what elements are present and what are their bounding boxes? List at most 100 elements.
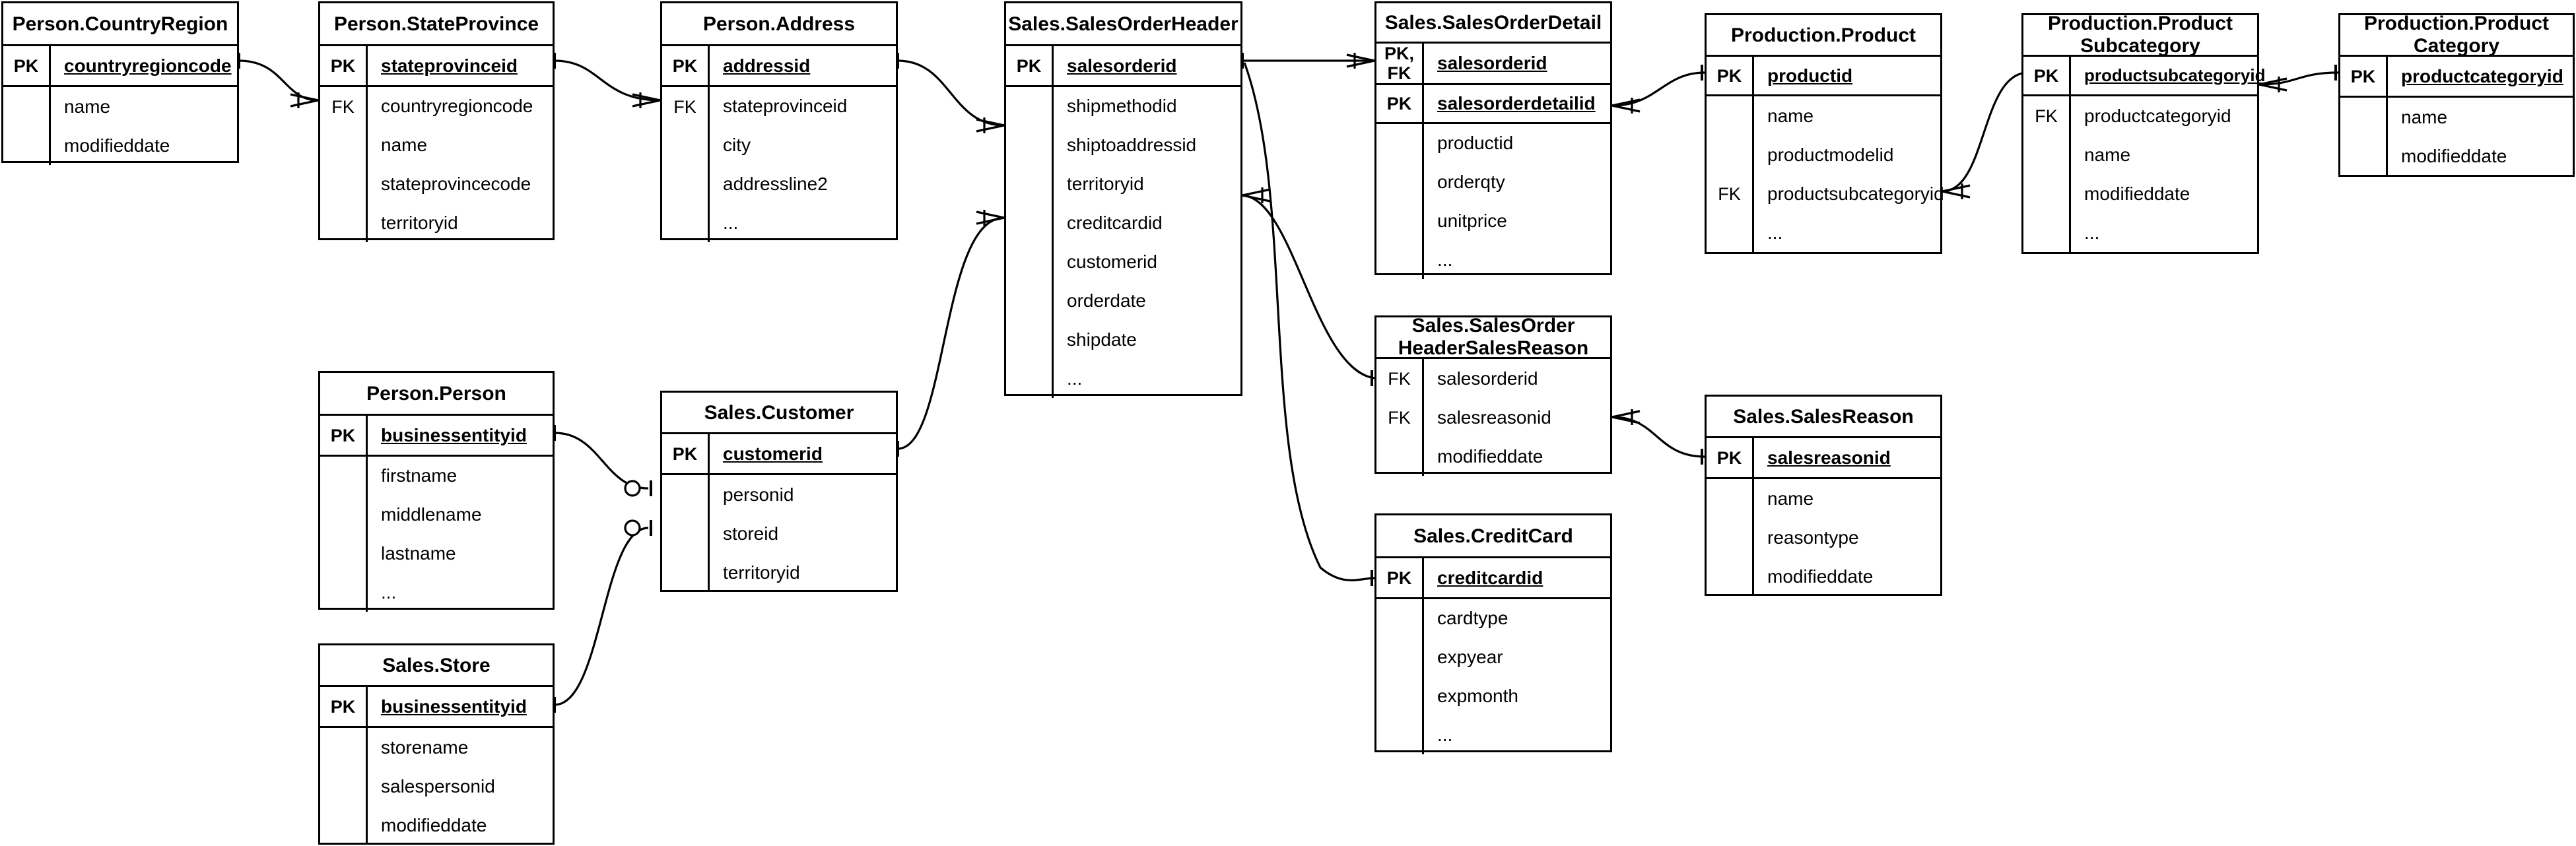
attribute-row-pk[interactable]: PK creditcardid [1376, 556, 1610, 597]
attribute-name: businessentityid [381, 696, 527, 717]
attribute-group: FK countryregioncode name stateprovincec… [320, 85, 553, 242]
entity-sales-salesreason[interactable]: Sales.SalesReason PK salesreasonid name … [1705, 395, 1942, 596]
attribute-column: stateprovinceid city addressline2 ... [710, 87, 896, 242]
attribute-name: modifieddate [64, 135, 170, 156]
key-badge: PK [320, 687, 368, 726]
attribute-column: personid storeid territoryid [710, 475, 896, 592]
key-badge: PK [320, 416, 368, 455]
attribute-name: lastname [381, 542, 456, 564]
attribute-row-pk[interactable]: PK salesorderid [1006, 44, 1240, 85]
attribute-name: territoryid [1067, 174, 1144, 195]
attribute-name: productcategoryid [2084, 105, 2231, 126]
attribute-group: FK stateprovinceid city addressline2 ... [662, 85, 896, 242]
entity-production-product[interactable]: Production.Product PK productid FK name … [1705, 13, 1944, 254]
attribute-group: FK name productmodelid productsubcategor… [1707, 94, 1944, 252]
attribute-group: name modifieddate [3, 85, 237, 165]
attribute-column: salesorderid [1424, 44, 1610, 83]
key-column [1707, 479, 1754, 596]
attribute-row-pk[interactable]: PK addressid [662, 44, 896, 85]
entity-person-countryregion[interactable]: Person.CountryRegion PK countryregioncod… [1, 1, 239, 165]
key-badge: FK [1388, 368, 1411, 389]
attribute-name: storeid [723, 523, 779, 544]
attribute-row-pk[interactable]: PK countryregioncode [3, 44, 237, 85]
entity-sales-creditcard[interactable]: Sales.CreditCard PK creditcardid cardtyp… [1374, 513, 1612, 754]
attribute-row-pk[interactable]: PK customerid [662, 432, 896, 473]
attribute-row-pk[interactable]: PK salesorderdetailid [1376, 83, 1610, 122]
attribute-row-pk[interactable]: PK businessentityid [320, 685, 553, 726]
attribute-name: expyear [1437, 647, 1503, 668]
entity-title: Sales.Customer [662, 393, 896, 432]
entity-title: Production.Product [1707, 15, 1940, 55]
attribute-row-pk[interactable]: PK productid [1707, 55, 1940, 94]
entity-title: Sales.SalesOrder HeaderSalesReason [1376, 315, 1610, 359]
attribute-name: productmodelid [1767, 144, 1894, 165]
attribute-column: shipmethodid shiptoaddressid territoryid… [1054, 87, 1240, 398]
entity-sales-salesorderheader[interactable]: Sales.SalesOrderHeader PK salesorderid s… [1004, 1, 1242, 398]
attribute-group: name reasontype modifieddate [1707, 477, 1940, 596]
attribute-name: territoryid [381, 212, 458, 233]
attribute-column: productid orderqty unitprice ... [1424, 124, 1610, 279]
entity-person-stateprovince[interactable]: Person.StateProvince PK stateprovinceid … [318, 1, 555, 242]
key-badge: PK [2340, 57, 2388, 96]
attribute-column: firstname middlename lastname ... [368, 457, 553, 612]
entity-person-person[interactable]: Person.Person PK businessentityid firstn… [318, 371, 555, 612]
key-badge: PK [3, 46, 51, 85]
entity-title: Sales.SalesOrderHeader [1006, 3, 1240, 44]
key-column [1376, 124, 1424, 279]
attribute-name: salesreasonid [1767, 447, 1891, 468]
entity-sales-salesorderheadersalesreason[interactable]: Sales.SalesOrder HeaderSalesReason FK FK… [1374, 315, 1612, 476]
entity-title: Sales.SalesOrderDetail [1376, 3, 1610, 42]
key-column [3, 87, 51, 165]
attribute-name: reasontype [1767, 527, 1859, 548]
attribute-name: city [723, 135, 751, 156]
attribute-name: productsubcategoryid [1767, 183, 1944, 204]
attribute-name: salesorderid [1067, 55, 1177, 76]
entity-title-line1: Production.Product [2048, 13, 2233, 34]
key-column: FK [662, 87, 710, 242]
attribute-row-pk[interactable]: PK stateprovinceid [320, 44, 553, 85]
key-badge: PK [1707, 57, 1754, 94]
attribute-name: ... [1767, 222, 1783, 243]
attribute-group: firstname middlename lastname ... [320, 455, 553, 612]
entity-sales-salesorderdetail[interactable]: Sales.SalesOrderDetail PK, FK salesorder… [1374, 1, 1612, 279]
attribute-column: name productmodelid productsubcategoryid… [1754, 96, 1944, 252]
attribute-name: ... [723, 212, 739, 233]
attribute-name: salesreasonid [1437, 407, 1551, 428]
key-badge: FK [673, 96, 696, 117]
entity-title-line1: Sales.SalesOrder [1411, 315, 1575, 337]
attribute-row-pk[interactable]: PK productcategoryid [2340, 55, 2573, 96]
entity-sales-customer[interactable]: Sales.Customer PK customerid personid st… [660, 391, 898, 592]
key-column [1006, 87, 1054, 398]
attribute-name: ... [2084, 222, 2100, 243]
attribute-row-pkfk[interactable]: PK, FK salesorderid [1376, 42, 1610, 83]
key-column: FK [1707, 96, 1754, 252]
attribute-name: modifieddate [1437, 445, 1543, 467]
attribute-row-pk[interactable]: PK productsubcategoryid [2023, 55, 2265, 94]
attribute-row-pk[interactable]: PK businessentityid [320, 414, 553, 455]
edge-countryregion-stateprovince [238, 59, 319, 102]
attribute-name: name [2401, 106, 2448, 127]
key-column: FK [320, 87, 368, 242]
attribute-group: FK productcategoryid name modifieddate .… [2023, 94, 2257, 252]
attribute-name: salespersonid [381, 775, 495, 797]
attribute-name: countryregioncode [64, 55, 232, 76]
entity-title-line2: Subcategory [2080, 35, 2200, 57]
entity-person-address[interactable]: Person.Address PK addressid FK stateprov… [660, 1, 898, 242]
attribute-name: ... [1437, 249, 1453, 270]
key-column: FK [2023, 96, 2071, 252]
edge-product-productsubcategory [1942, 71, 2029, 193]
attribute-name: cardtype [1437, 608, 1508, 629]
attribute-row-pk[interactable]: PK salesreasonid [1707, 436, 1940, 477]
key-column [320, 728, 368, 845]
attribute-group: shipmethodid shiptoaddressid territoryid… [1006, 85, 1240, 398]
key-badge: PK [1707, 438, 1754, 477]
entity-production-productcategory[interactable]: Production.Product Category PK productca… [2338, 13, 2575, 177]
attribute-column: storename salespersonid modifieddate [368, 728, 553, 845]
entity-production-productsubcategory[interactable]: Production.Product Subcategory PK produc… [2021, 13, 2265, 254]
attribute-name: productid [1437, 133, 1514, 154]
attribute-group: name modifieddate [2340, 96, 2573, 176]
entity-sales-store[interactable]: Sales.Store PK businessentityid storenam… [318, 643, 555, 845]
attribute-name: productcategoryid [2401, 65, 2563, 86]
attribute-group: storename salespersonid modifieddate [320, 726, 553, 845]
